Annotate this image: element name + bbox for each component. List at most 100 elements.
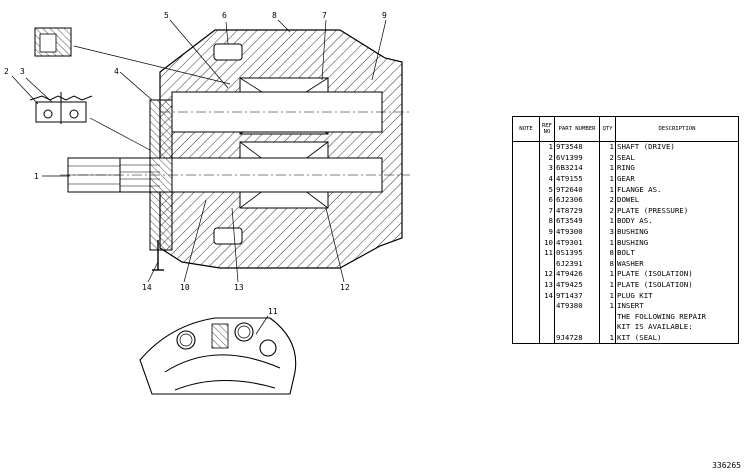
cell-part: 4T8729 xyxy=(554,205,600,217)
cell-desc: KIT (SEAL) xyxy=(615,332,739,345)
cell-ref: 10 xyxy=(539,237,555,248)
callout-10: 10 xyxy=(180,283,190,292)
cell-note xyxy=(512,300,540,312)
callout-14: 14 xyxy=(142,283,152,292)
cell-note xyxy=(512,205,540,217)
cell-desc: BOLT xyxy=(615,247,739,259)
cell-qty: 2 xyxy=(599,205,616,217)
cell-desc: SHAFT (DRIVE) xyxy=(615,141,739,153)
header-ref-no: REF NO xyxy=(539,116,555,142)
cell-ref: 14 xyxy=(539,290,555,301)
cell-note xyxy=(512,311,540,323)
cell-note xyxy=(512,226,540,238)
cell-desc: BODY AS. xyxy=(615,216,739,227)
cell-part: 0S1395 xyxy=(554,247,600,259)
cell-desc: PLATE (ISOLATION) xyxy=(615,279,739,291)
cell-desc: SEAL xyxy=(615,152,739,164)
cell-qty: 1 xyxy=(599,237,616,248)
cell-ref xyxy=(539,332,555,345)
drawing-number: 336265 xyxy=(712,461,741,470)
cell-ref: 9 xyxy=(539,226,555,238)
cell-qty: 1 xyxy=(599,163,616,174)
cell-ref xyxy=(539,258,555,270)
cell-qty: 3 xyxy=(599,226,616,238)
cell-part: 4T9301 xyxy=(554,237,600,248)
cell-ref: 13 xyxy=(539,279,555,291)
header-note: NOTE xyxy=(512,116,540,142)
cell-qty: 1 xyxy=(599,269,616,280)
cell-qty: 1 xyxy=(599,216,616,227)
callout-6: 6 xyxy=(222,11,227,20)
cell-ref: 1 xyxy=(539,141,555,153)
cell-desc: PLATE (ISOLATION) xyxy=(615,269,739,280)
callout-13: 13 xyxy=(234,283,244,292)
cell-note xyxy=(512,258,540,270)
cell-qty: 8 xyxy=(599,247,616,259)
cell-note xyxy=(512,141,540,153)
pump-body-section xyxy=(60,29,410,271)
cell-desc: KIT IS AVAILABLE: xyxy=(615,322,739,333)
cell-ref: 3 xyxy=(539,163,555,174)
cell-ref: 11 xyxy=(539,247,555,259)
cell-part: 9J4728 xyxy=(554,332,600,345)
callout-12: 12 xyxy=(340,283,350,292)
cell-qty: 8 xyxy=(599,258,616,270)
cell-part: 6T3549 xyxy=(554,216,600,227)
cell-part: 6V1399 xyxy=(554,152,600,164)
callout-11: 11 xyxy=(268,307,278,316)
cell-qty xyxy=(599,322,616,333)
cell-part: 4T9425 xyxy=(554,279,600,291)
callout-7: 7 xyxy=(322,11,327,20)
table-row: KIT IS AVAILABLE: xyxy=(512,322,739,333)
callout-4: 4 xyxy=(114,67,119,76)
cell-note xyxy=(512,247,540,259)
cell-ref: 4 xyxy=(539,173,555,185)
cell-part: 6J2391 xyxy=(554,258,600,270)
cell-note xyxy=(512,269,540,280)
leader-lines xyxy=(11,19,387,335)
cell-note xyxy=(512,173,540,185)
cell-desc: BUSHING xyxy=(615,237,739,248)
callout-3: 3 xyxy=(20,67,25,76)
cell-desc: WASHER xyxy=(615,258,739,270)
cell-part: 4T9155 xyxy=(554,173,600,185)
cell-desc: FLANGE AS. xyxy=(615,184,739,195)
callout-2: 2 xyxy=(4,67,9,76)
cell-note xyxy=(512,279,540,291)
cell-ref: 7 xyxy=(539,205,555,217)
table-row: THE FOLLOWING REPAIR xyxy=(512,311,739,323)
cell-desc: PLUG KIT xyxy=(615,290,739,301)
cell-desc: INSERT xyxy=(615,300,739,312)
cell-ref xyxy=(539,311,555,323)
cell-qty: 1 xyxy=(599,279,616,291)
cell-qty: 2 xyxy=(599,194,616,206)
cell-part: 9T1437 xyxy=(554,290,600,301)
cell-ref: 8 xyxy=(539,216,555,227)
cell-desc: BUSHING xyxy=(615,226,739,238)
cell-note xyxy=(512,184,540,195)
cell-note xyxy=(512,152,540,164)
cell-part xyxy=(554,311,600,323)
cell-part xyxy=(554,322,600,333)
header-qty: QTY xyxy=(599,116,616,142)
callout-1: 1 xyxy=(34,172,39,181)
cell-note xyxy=(512,216,540,227)
cell-qty: 1 xyxy=(599,173,616,185)
cell-note xyxy=(512,322,540,333)
cell-ref: 2 xyxy=(539,152,555,164)
